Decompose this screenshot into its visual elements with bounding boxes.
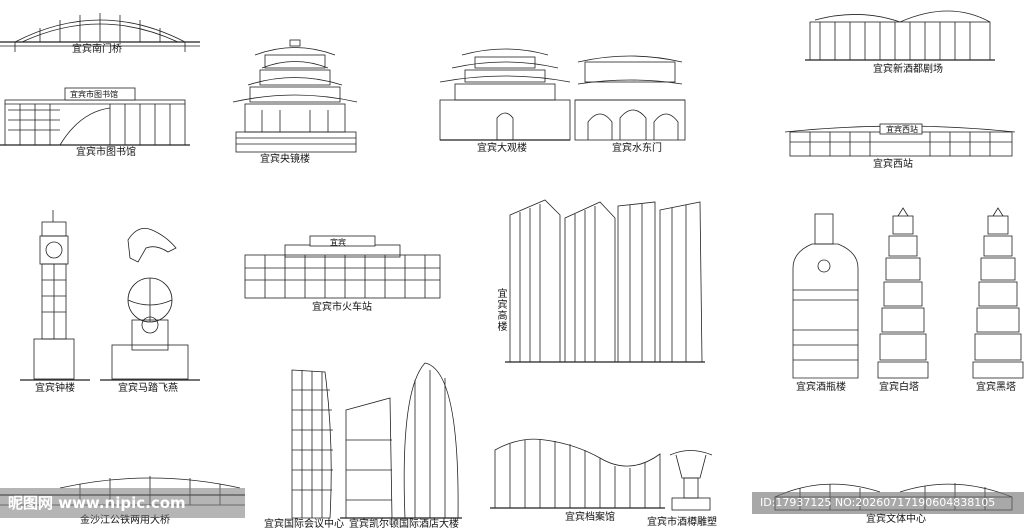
bell-tower-drawing — [20, 210, 90, 381]
library-label: 宜宾市图书馆 — [76, 147, 136, 158]
white-pagoda-drawing — [877, 207, 929, 379]
daguan-tower-label: 宜宾大观楼 — [477, 143, 527, 154]
bell-tower-label: 宜宾钟楼 — [35, 383, 75, 394]
train-station-sign: 宜宾 — [330, 238, 346, 247]
shuidong-gate-drawing — [574, 55, 686, 141]
horse-statue-label: 宜宾马踏飞燕 — [118, 383, 178, 394]
jinsha-bridge-label: 金沙江公铁两用大桥 — [80, 515, 170, 526]
theatre-label: 宜宾新酒都剧场 — [873, 64, 943, 75]
shuidong-gate-label: 宜宾水东门 — [612, 143, 662, 154]
high-rise-drawing — [505, 199, 705, 363]
black-pagoda-label: 宜宾黑塔 — [976, 382, 1016, 393]
white-pagoda-label: 宜宾白塔 — [879, 382, 919, 393]
train-station-label: 宜宾市火车站 — [312, 302, 372, 313]
wine-vessel-drawing — [669, 450, 713, 511]
kempinski-hotel-drawing — [340, 362, 462, 519]
site-watermark: 昵图网 www.nipic.com — [0, 488, 245, 518]
id-watermark: ID:17937125 NO:20260717190604838105 — [752, 492, 1024, 514]
archives-drawing — [490, 438, 665, 509]
daguan-tower-drawing — [439, 48, 571, 141]
wine-bottle-tower-drawing — [792, 213, 859, 379]
nanmen-bridge-label: 宜宾南门桥 — [72, 44, 122, 55]
conference-center-label: 宜宾国际会议中心 — [264, 519, 344, 530]
west-station-sign: 宜宾西站 — [886, 125, 918, 134]
library-drawing — [0, 87, 190, 146]
train-station-drawing — [244, 235, 441, 299]
conference-center-drawing — [291, 369, 333, 519]
yangjing-tower-label: 宜宾央镜楼 — [260, 154, 310, 165]
theatre-drawing — [805, 10, 995, 61]
culture-center-label: 宜宾文体中心 — [866, 514, 926, 525]
yangjing-tower-drawing — [232, 39, 358, 153]
horse-statue-drawing — [100, 227, 200, 381]
wine-vessel-label: 宜宾市酒樽雕塑 — [647, 517, 717, 528]
black-pagoda-drawing — [972, 207, 1024, 379]
nanmen-bridge-drawing — [0, 13, 200, 52]
high-rise-label: 宜宾高楼 — [495, 288, 506, 332]
library-sign: 宜宾市图书馆 — [70, 90, 118, 99]
wine-bottle-tower-label: 宜宾酒瓶楼 — [796, 382, 846, 393]
kempinski-hotel-label: 宜宾凯尔顿国际酒店大楼 — [349, 519, 459, 530]
west-station-drawing — [784, 123, 1016, 157]
archives-label: 宜宾档案馆 — [565, 512, 615, 523]
west-station-label: 宜宾西站 — [873, 159, 913, 170]
